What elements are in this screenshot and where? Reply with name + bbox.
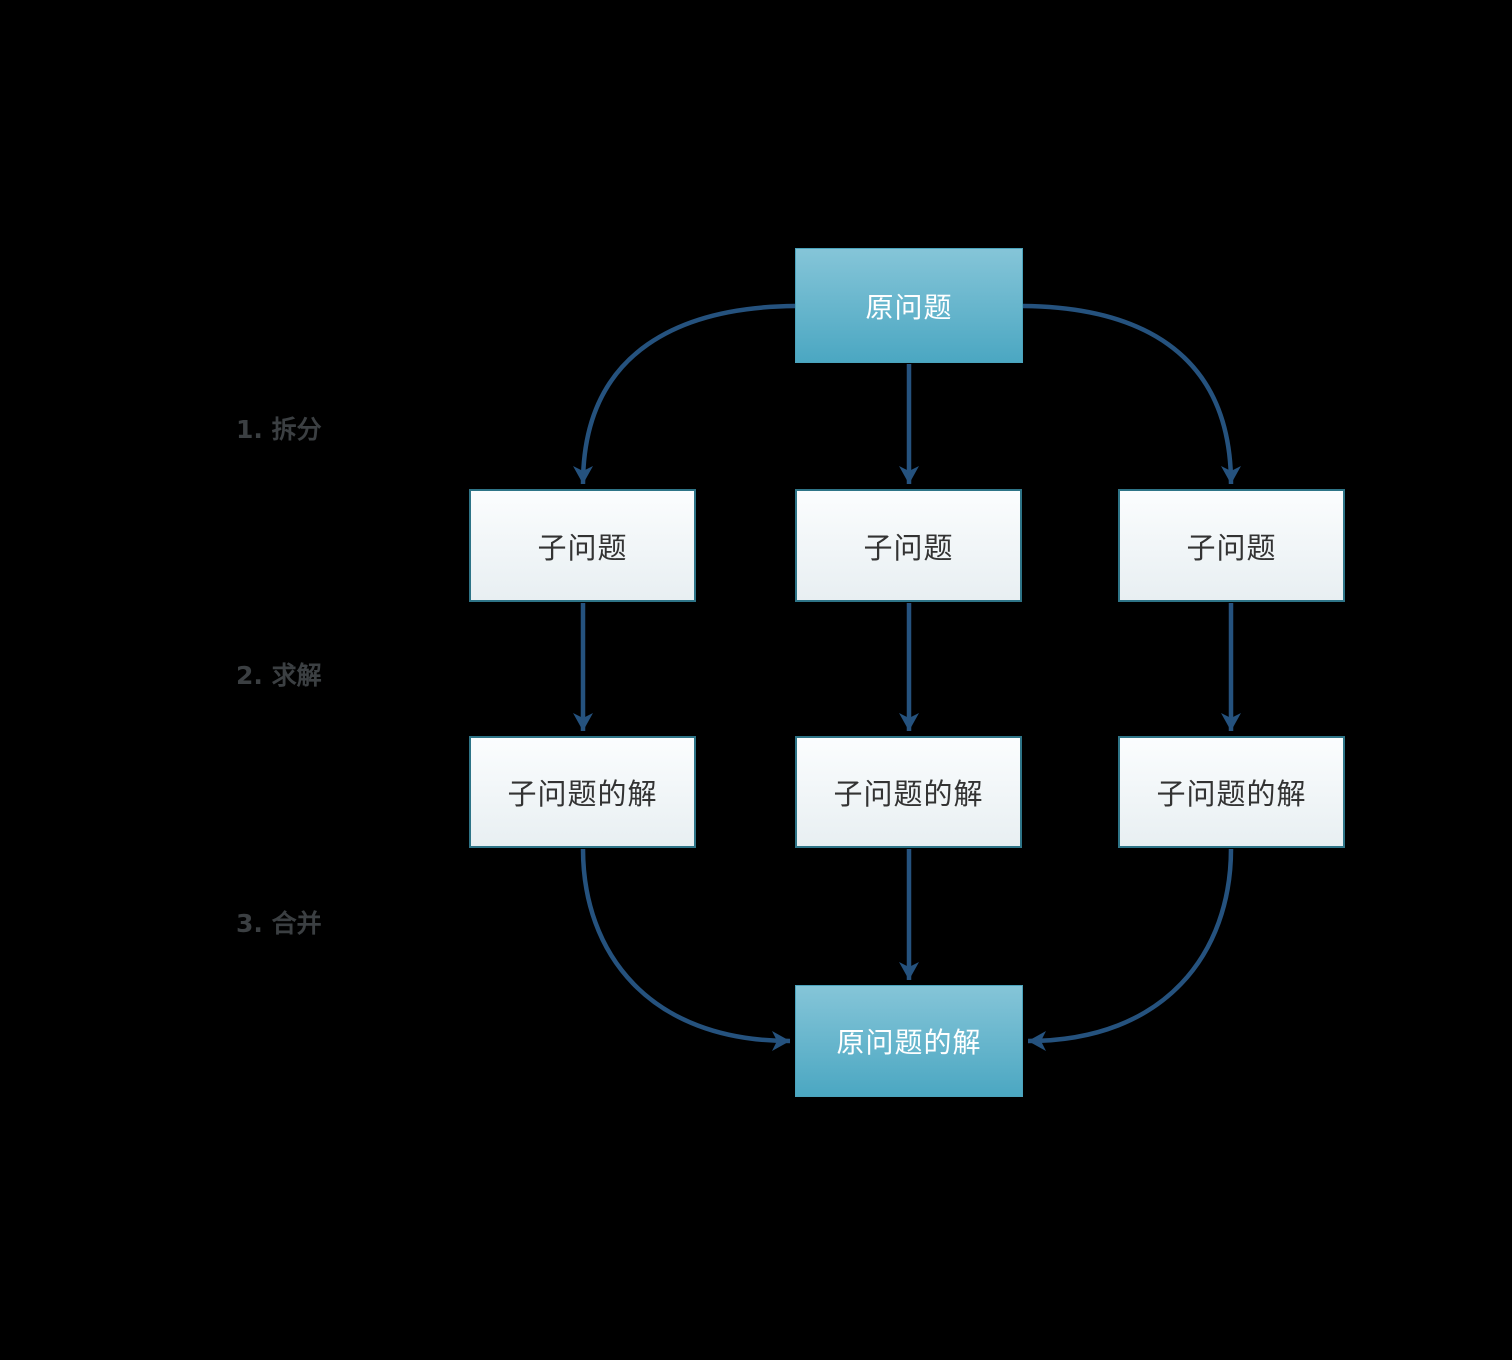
node-subproblem-3: 子问题 (1118, 489, 1345, 602)
node-original-solution: 原问题的解 (795, 985, 1023, 1097)
connector-split-left (573, 303, 796, 485)
node-subproblem-solution-3-label: 子问题的解 (1156, 777, 1307, 811)
node-subproblem-solution-1-label: 子问题的解 (507, 777, 658, 811)
step-label-merge: 3. 合并 (236, 909, 322, 938)
node-subproblem-1: 子问题 (469, 489, 696, 602)
node-subproblem-solution-2-label: 子问题的解 (833, 777, 984, 811)
node-original-problem-label: 原问题 (865, 290, 953, 324)
node-subproblem-1-label: 子问题 (537, 530, 628, 565)
connector-merge-right (1027, 848, 1234, 1051)
node-subproblem-solution-1: 子问题的解 (469, 736, 696, 848)
step-label-split: 1. 拆分 (236, 415, 322, 444)
node-original-problem: 原问题 (795, 248, 1023, 363)
connector-merge-left (580, 848, 791, 1051)
node-subproblem-3-label: 子问题 (1186, 530, 1277, 565)
node-subproblem-solution-2: 子问题的解 (795, 736, 1022, 848)
node-subproblem-2: 子问题 (795, 489, 1022, 602)
step-label-solve: 2. 求解 (236, 661, 322, 690)
node-subproblem-solution-3: 子问题的解 (1118, 736, 1345, 848)
connector-split-right (1022, 303, 1241, 485)
node-original-solution-label: 原问题的解 (836, 1026, 982, 1059)
node-subproblem-2-label: 子问题 (863, 530, 954, 565)
